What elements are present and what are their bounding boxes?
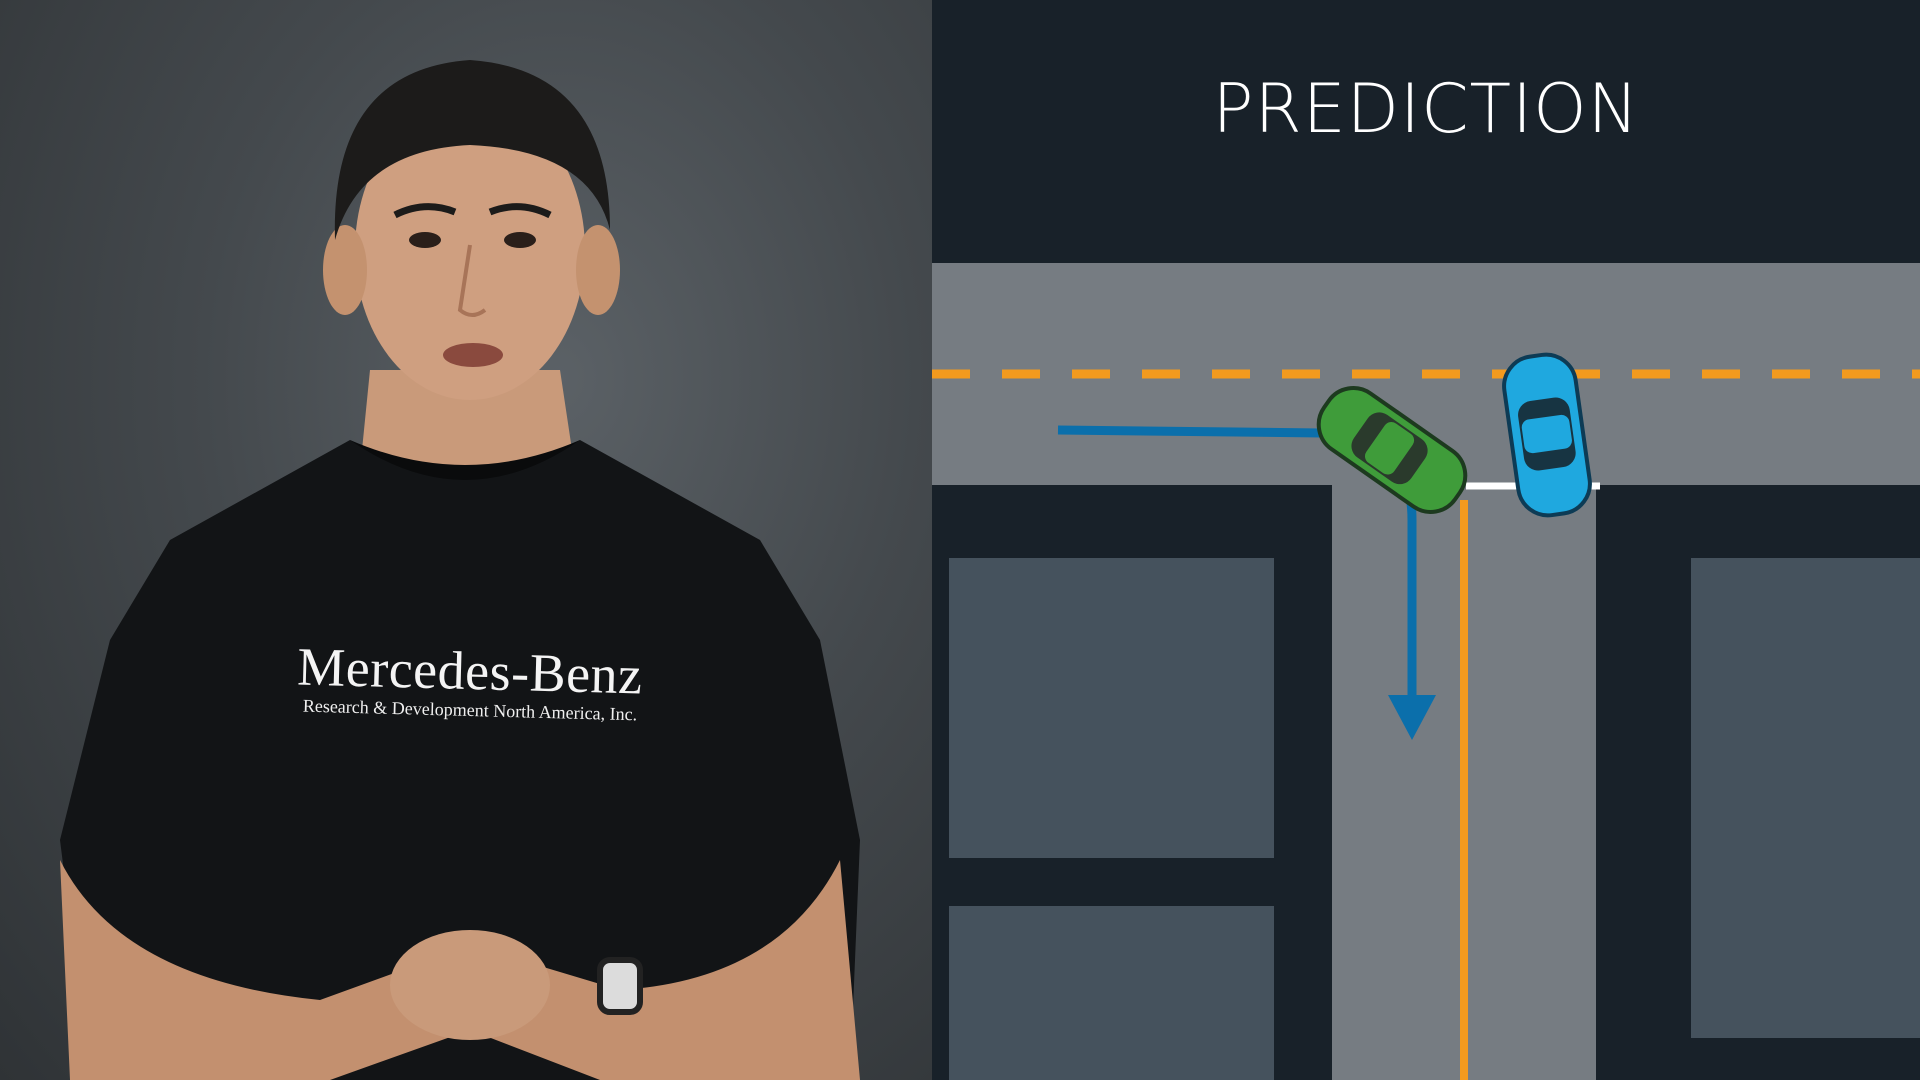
city-block [949,906,1274,1080]
diagram-panel: PREDICTION [932,0,1920,1080]
city-block [949,558,1274,858]
intersection-diagram [932,263,1920,1080]
green-car-icon [1316,386,1468,514]
city-block [1691,558,1920,1038]
presenter-panel: Mercedes-Benz Research & Development Nor… [0,0,932,1080]
down-arrow-icon [1388,695,1436,740]
slide-title: PREDICTION [1212,70,1640,149]
presenter-figure [60,60,860,1080]
blue-car-icon [1502,352,1592,518]
